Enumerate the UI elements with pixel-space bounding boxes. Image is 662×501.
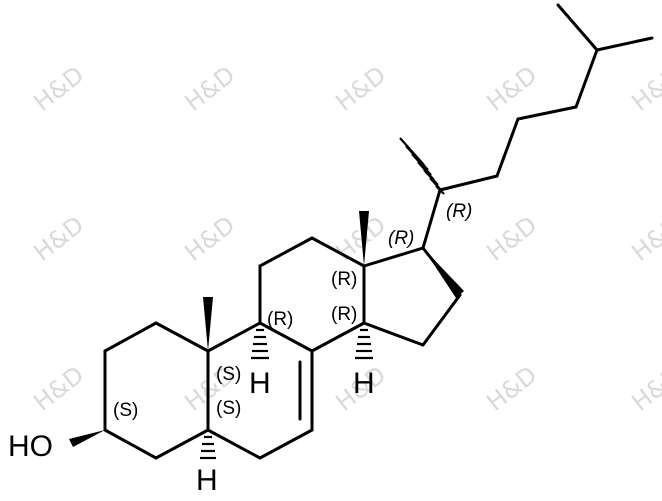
ring-d (362, 246, 462, 347)
stereo-c3: (S) (113, 400, 138, 421)
bond (310, 236, 366, 268)
watermark: H&D (179, 211, 240, 267)
watermark: H&D (28, 361, 89, 417)
watermark-layer: H&D H&D H&D H&D H&D H&D H&D H&D H&D H&D … (28, 61, 662, 417)
watermark: H&D (626, 61, 662, 117)
bond (574, 48, 599, 109)
bond (154, 428, 210, 460)
stereo-c9: (R) (267, 309, 293, 330)
stereo-c10: (S) (216, 364, 241, 385)
bond (595, 36, 654, 52)
h-c9-label: H (249, 367, 271, 400)
bond (438, 174, 499, 192)
watermark: H&D (28, 61, 89, 117)
h-c5-label: H (196, 464, 218, 497)
hash-c14-h (355, 328, 373, 360)
bond (421, 293, 462, 347)
watermark: H&D (28, 211, 89, 267)
stereo-labels: (S) (S) (S) (R) (R) (R) (R) (R) (113, 201, 472, 421)
bond (516, 105, 578, 121)
watermark: H&D (481, 61, 542, 117)
bond (310, 321, 366, 353)
bond (206, 321, 262, 353)
h-c14-label: H (353, 367, 375, 400)
wedge-c3-oh (69, 430, 105, 447)
stereo-c17: (R) (388, 228, 414, 249)
hydroxyl-label: HO (8, 430, 53, 463)
watermark: H&D (179, 61, 240, 117)
watermark: H&D (626, 361, 662, 417)
hash-c5-h (200, 435, 216, 460)
watermark: H&D (481, 211, 542, 267)
wedge-c13-methyl (359, 211, 369, 266)
bond (362, 321, 425, 347)
bond (258, 428, 314, 460)
bond (258, 236, 314, 268)
ring-c (258, 236, 366, 353)
watermark: H&D (626, 211, 662, 267)
wedge-c10-methyl (203, 297, 213, 351)
hash-c20-methyl (399, 137, 445, 195)
bond (556, 3, 599, 52)
bond (103, 321, 158, 353)
atom-labels: HO H H H (8, 367, 375, 497)
bond (362, 246, 425, 268)
stereo-c5: (S) (216, 398, 241, 419)
ring-b (206, 321, 314, 460)
stereo-c14: (R) (331, 304, 357, 325)
hashed-bonds (200, 137, 445, 460)
wedge-c17-ring (423, 248, 464, 298)
bond (421, 188, 442, 250)
side-chain (421, 3, 654, 250)
bond (258, 321, 314, 353)
bond (154, 321, 210, 353)
ring-a (103, 321, 210, 460)
stereo-c13: (R) (331, 269, 357, 290)
bond (495, 117, 520, 178)
bond (103, 428, 158, 460)
wedge-bonds (69, 211, 464, 447)
hash-c9-h (251, 328, 269, 360)
watermark: H&D (330, 61, 391, 117)
stereo-c20: (R) (446, 201, 472, 222)
watermark: H&D (481, 361, 542, 417)
bond (206, 428, 262, 460)
